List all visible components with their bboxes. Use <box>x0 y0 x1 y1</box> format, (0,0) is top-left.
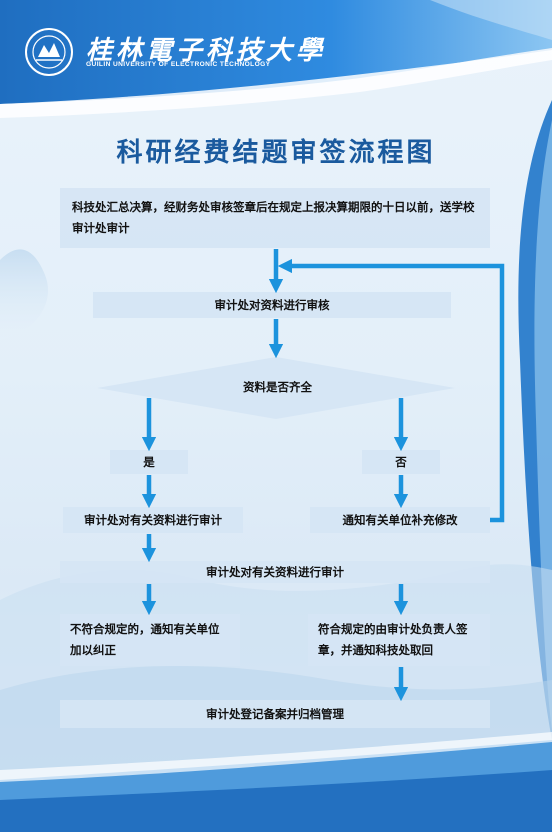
branch-yes: 是 <box>110 450 188 474</box>
step-text: 审计处登记备案并归档管理 <box>206 706 344 721</box>
branch-label: 是 <box>143 454 155 469</box>
step-audit-all: 审计处对有关资料进行审计 <box>60 561 490 583</box>
step-notify-fix: 通知有关单位补充修改 <box>310 507 490 533</box>
step-compliant: 符合规定的由审计处负责人签章，并通知科技处取回 <box>308 614 490 666</box>
step-text: 通知有关单位补充修改 <box>342 512 458 527</box>
step-archive: 审计处登记备案并归档管理 <box>60 700 490 728</box>
university-logo <box>25 28 73 76</box>
page-title: 科研经费结题审签流程图 <box>116 138 436 168</box>
step-text: 符合规定的由审计处负责人签章，并通知科技处取回 <box>318 622 468 657</box>
step-text: 审计处对有关资料进行审计 <box>84 512 222 527</box>
step-yes-audit: 审计处对有关资料进行审计 <box>63 507 243 533</box>
school-name-cn: 桂林電子科技大學 <box>86 36 327 66</box>
step-text: 不符合规定的，通知有关单位加以纠正 <box>70 622 220 657</box>
branch-label: 否 <box>395 454 407 469</box>
school-name-en: GUILIN UNIVERSITY OF ELECTRONIC TECHNOLO… <box>86 61 271 68</box>
branch-no: 否 <box>362 450 440 474</box>
step-summary-settlement: 科技处汇总决算，经财务处审核签章后在规定上报决算期限的十日以前，送学校审计处审计 <box>60 188 490 248</box>
step-noncompliant: 不符合规定的，通知有关单位加以纠正 <box>60 614 240 666</box>
step-text: 审计处对有关资料进行审计 <box>206 564 344 579</box>
decision-label: 资料是否齐全 <box>243 380 312 394</box>
step-text: 科技处汇总决算，经财务处审核签章后在规定上报决算期限的十日以前，送学校审计处审计 <box>72 200 475 235</box>
